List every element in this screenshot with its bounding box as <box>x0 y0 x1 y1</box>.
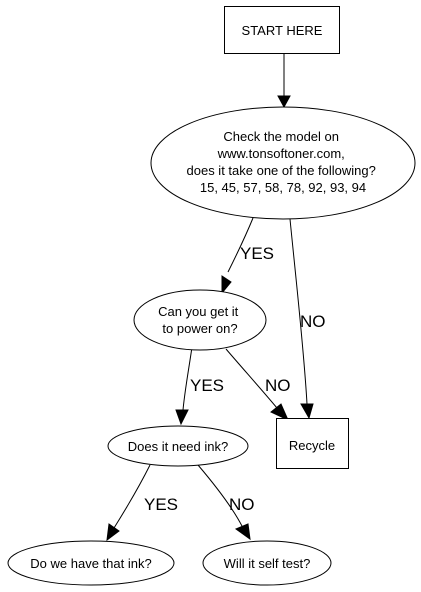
edge-label-yes: YES <box>240 244 274 263</box>
node-label-line: Will it self test? <box>224 556 311 571</box>
node-label-line: START HERE <box>242 23 323 38</box>
node-label: START HERE <box>242 23 323 38</box>
node-ellipse <box>7 540 175 586</box>
node-self-test: Will it self test? <box>202 540 332 586</box>
node-start: START HERE <box>224 6 340 54</box>
node-ellipse <box>202 540 332 586</box>
edges: YES NO YES NO YES NO <box>106 54 326 542</box>
edge-check-no: NO <box>289 218 326 420</box>
edge-line <box>289 218 308 405</box>
arrowhead <box>270 403 289 422</box>
edge-line <box>227 217 254 273</box>
node-ellipse <box>150 106 416 220</box>
node-need-ink: Does it need ink? <box>107 425 249 467</box>
arrowhead <box>106 523 120 542</box>
arrowhead <box>300 403 314 420</box>
arrowhead <box>221 275 232 295</box>
node-label-line: 15, 45, 57, 58, 78, 92, 93, 94 <box>200 180 366 195</box>
edge-power-yes: YES <box>175 346 224 426</box>
node-label-line: does it take one of the following? <box>187 163 376 178</box>
node-label: Recycle <box>289 438 335 453</box>
edge-check-yes: YES <box>221 217 274 295</box>
node-box <box>224 6 340 54</box>
arrowhead <box>175 409 189 426</box>
node-label: Check the model on www.tonsoftoner.com, … <box>187 129 380 195</box>
edge-power-no: NO <box>225 348 291 422</box>
arrowhead <box>234 523 251 541</box>
edge-ink-no: NO <box>197 464 255 541</box>
node-label-line: to power on? <box>162 321 237 336</box>
edge-label-no: NO <box>229 495 255 514</box>
nodes: START HERE Check the model on www.tonsof… <box>7 6 416 586</box>
edge-line <box>182 346 193 411</box>
node-label: Will it self test? <box>224 556 311 571</box>
edge-label-yes: YES <box>144 495 178 514</box>
edge-ink-yes: YES <box>106 464 178 542</box>
edge-label-yes: YES <box>190 376 224 395</box>
node-label-line: Do we have that ink? <box>30 556 151 571</box>
node-label-line: Recycle <box>289 438 335 453</box>
node-label-line: Can you get it <box>158 304 239 319</box>
node-have-ink: Do we have that ink? <box>7 540 175 586</box>
node-label: Does it need ink? <box>128 439 228 454</box>
node-label: Do we have that ink? <box>30 556 151 571</box>
edge-label-no: NO <box>265 376 291 395</box>
node-label: Can you get it to power on? <box>158 304 242 336</box>
node-ellipse <box>133 289 267 351</box>
edge-label-no: NO <box>300 312 326 331</box>
arrowhead <box>277 95 291 109</box>
node-power-on: Can you get it to power on? <box>133 289 267 351</box>
edge-line <box>197 464 244 529</box>
node-recycle: Recycle <box>276 418 349 469</box>
node-label-line: Does it need ink? <box>128 439 228 454</box>
node-label-line: www.tonsoftoner.com, <box>217 146 345 161</box>
node-box <box>276 418 349 469</box>
edge-line <box>113 464 151 529</box>
node-label-line: Check the model on <box>223 129 339 144</box>
edge-line <box>225 348 278 409</box>
node-ellipse <box>107 425 249 467</box>
edge-start-to-check <box>277 54 291 109</box>
node-check-model: Check the model on www.tonsoftoner.com, … <box>150 106 416 220</box>
